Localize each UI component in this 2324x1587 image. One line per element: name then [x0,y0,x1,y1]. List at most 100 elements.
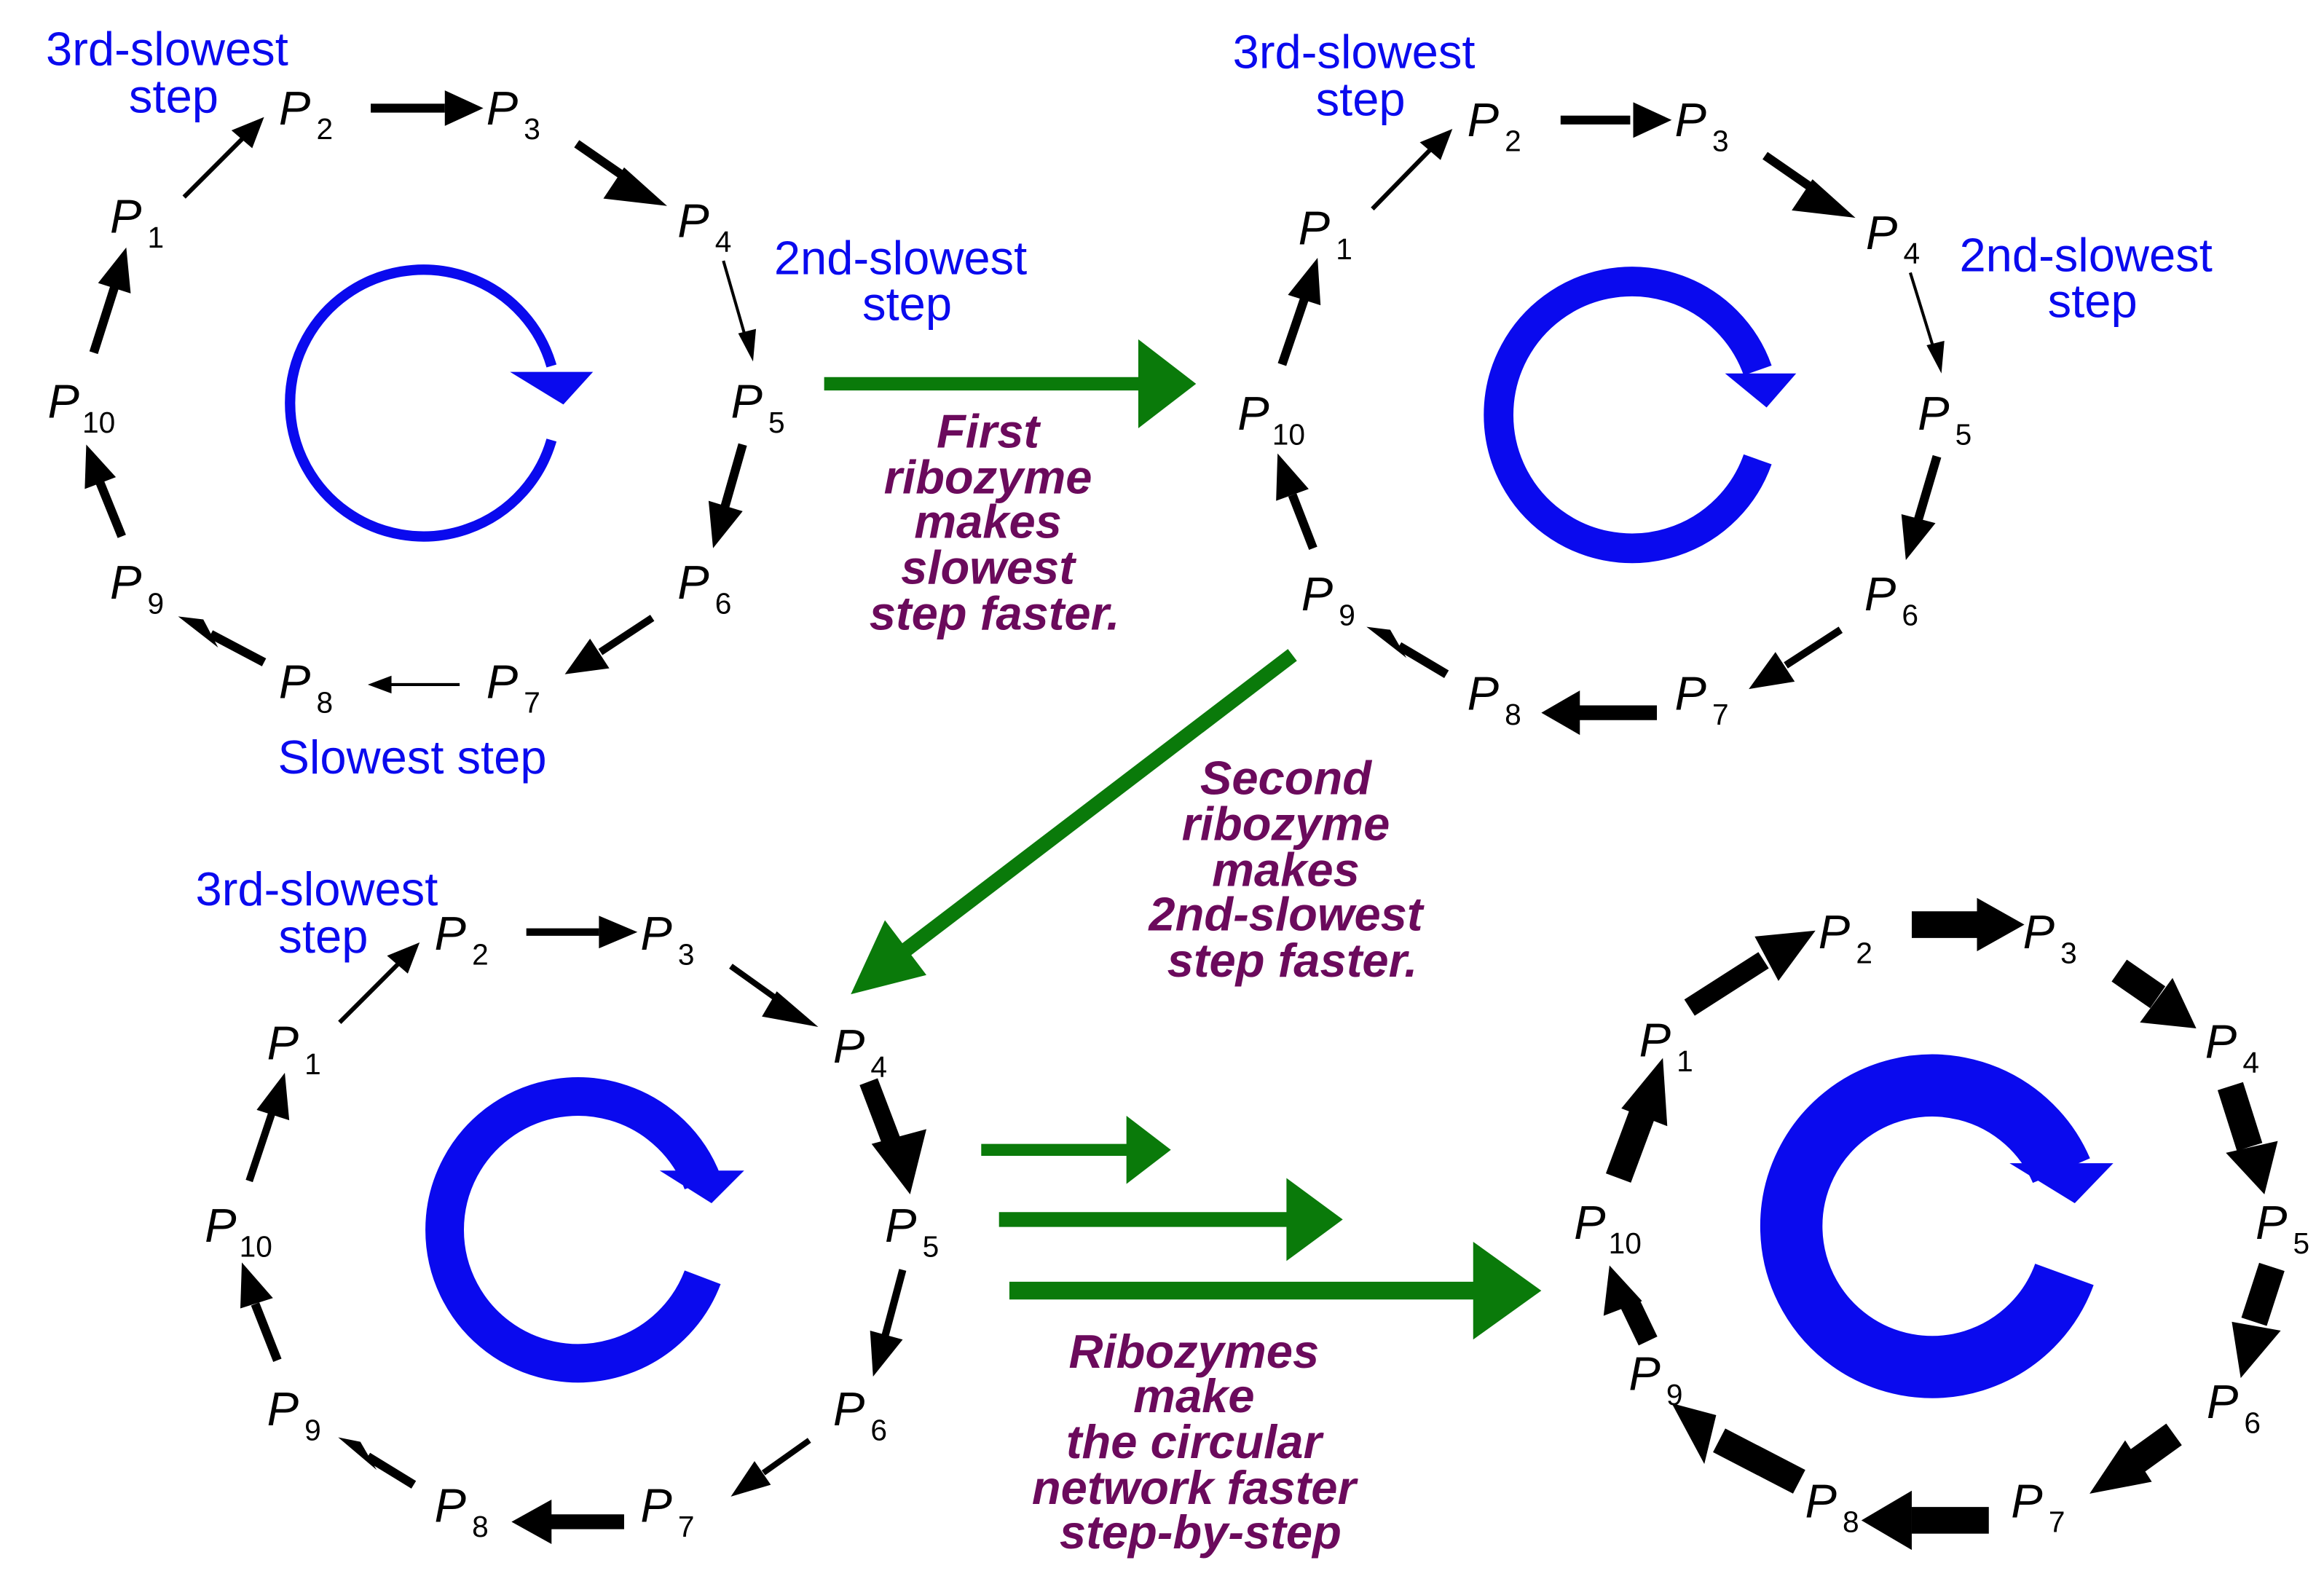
second-slowest-annotation: 2nd-slowest step [774,231,1040,330]
reaction-arrow-p6-p7 [1749,626,1843,690]
first-ribozyme-caption: First ribozyme makes slowest step faster… [870,404,1120,639]
reaction-arrow-p2-p3 [1560,102,1672,138]
svg-text:P4: P4 [677,194,731,259]
circular-arrow-icon [1484,267,1797,564]
svg-text:P2: P2 [1468,93,1521,157]
reaction-arrow-p2-p3 [1911,897,2025,952]
reaction-arrow-p1-p2 [338,942,420,1024]
reaction-arrow-p2-p3 [371,90,484,126]
reaction-arrow-p2-p3 [526,915,638,949]
svg-text:P8: P8 [1805,1474,1859,1538]
circular-arrow-icon [285,264,594,542]
svg-text:P2: P2 [1819,905,1872,969]
reaction-arrow-p5-p6 [708,443,747,548]
svg-text:P7: P7 [640,1478,694,1543]
svg-text:P9: P9 [1628,1347,1682,1411]
svg-text:P6: P6 [2207,1375,2261,1439]
second-ribozyme-caption: Second ribozyme makes 2nd-slowest step f… [1147,752,1435,987]
svg-text:P4: P4 [833,1020,887,1084]
reaction-arrow-p8-p9 [338,1437,417,1489]
reaction-arrow-p10-p1 [245,1073,290,1183]
transition-second-ribozyme: Second ribozyme makes 2nd-slowest step f… [851,649,1435,995]
reaction-arrow-p9-p10 [84,444,126,538]
reaction-arrow-p8-p9 [1366,626,1449,678]
third-slowest-annotation: 3rd-slowest step [1233,25,1489,126]
svg-text:P8: P8 [435,1478,489,1543]
arrow-right-icon [998,1178,1343,1261]
svg-text:P1: P1 [267,1017,321,1081]
transition-ribozymes-stepwise: Ribozymes make the circular network fast… [981,1116,1542,1559]
svg-text:P10: P10 [1574,1196,1642,1260]
svg-text:P1: P1 [1299,202,1352,266]
svg-text:P3: P3 [487,82,540,146]
arrow-right-icon [824,339,1197,428]
svg-text:P7: P7 [2011,1474,2065,1538]
svg-text:P5: P5 [1918,387,1972,451]
reaction-arrow-p4-p5 [859,1078,927,1194]
reaction-arrow-p3-p4 [729,964,819,1027]
svg-text:P10: P10 [1237,387,1305,451]
reaction-arrow-p7-p8 [1541,690,1658,736]
reaction-arrow-p5-p6 [2232,1262,2285,1379]
reaction-arrow-p4-p5 [2217,1082,2278,1194]
svg-text:P10: P10 [205,1199,272,1263]
arrow-right-icon [851,649,1297,995]
transition-first-ribozyme: First ribozyme makes slowest step faster… [824,339,1197,640]
reaction-arrow-p4-p5 [722,260,757,362]
svg-text:P2: P2 [435,907,489,971]
svg-text:P6: P6 [1864,567,1918,631]
reaction-arrow-p8-p9 [178,616,267,666]
reaction-arrow-p7-p8 [367,675,460,694]
reaction-arrow-p7-p8 [511,1499,624,1544]
circular-arrow-icon [425,1077,744,1383]
reaction-arrow-p5-p6 [870,1269,907,1377]
reaction-arrow-p7-p8 [1861,1490,1989,1551]
reaction-arrow-p10-p1 [1277,258,1321,366]
circular-arrow-icon [1760,1054,2114,1398]
reaction-arrow-p6-p7 [564,615,655,674]
svg-text:P9: P9 [110,556,164,620]
reaction-arrow-p10-p1 [1605,1058,1668,1183]
svg-text:P1: P1 [110,189,164,253]
svg-text:P5: P5 [730,375,784,439]
reaction-arrow-p3-p4 [574,140,667,206]
reaction-arrow-p1-p2 [1371,129,1453,211]
third-slowest-annotation: 3rd-slowest step [195,862,451,963]
third-slowest-annotation: 3rd-slowest step [46,23,302,123]
svg-text:P9: P9 [1301,567,1355,631]
